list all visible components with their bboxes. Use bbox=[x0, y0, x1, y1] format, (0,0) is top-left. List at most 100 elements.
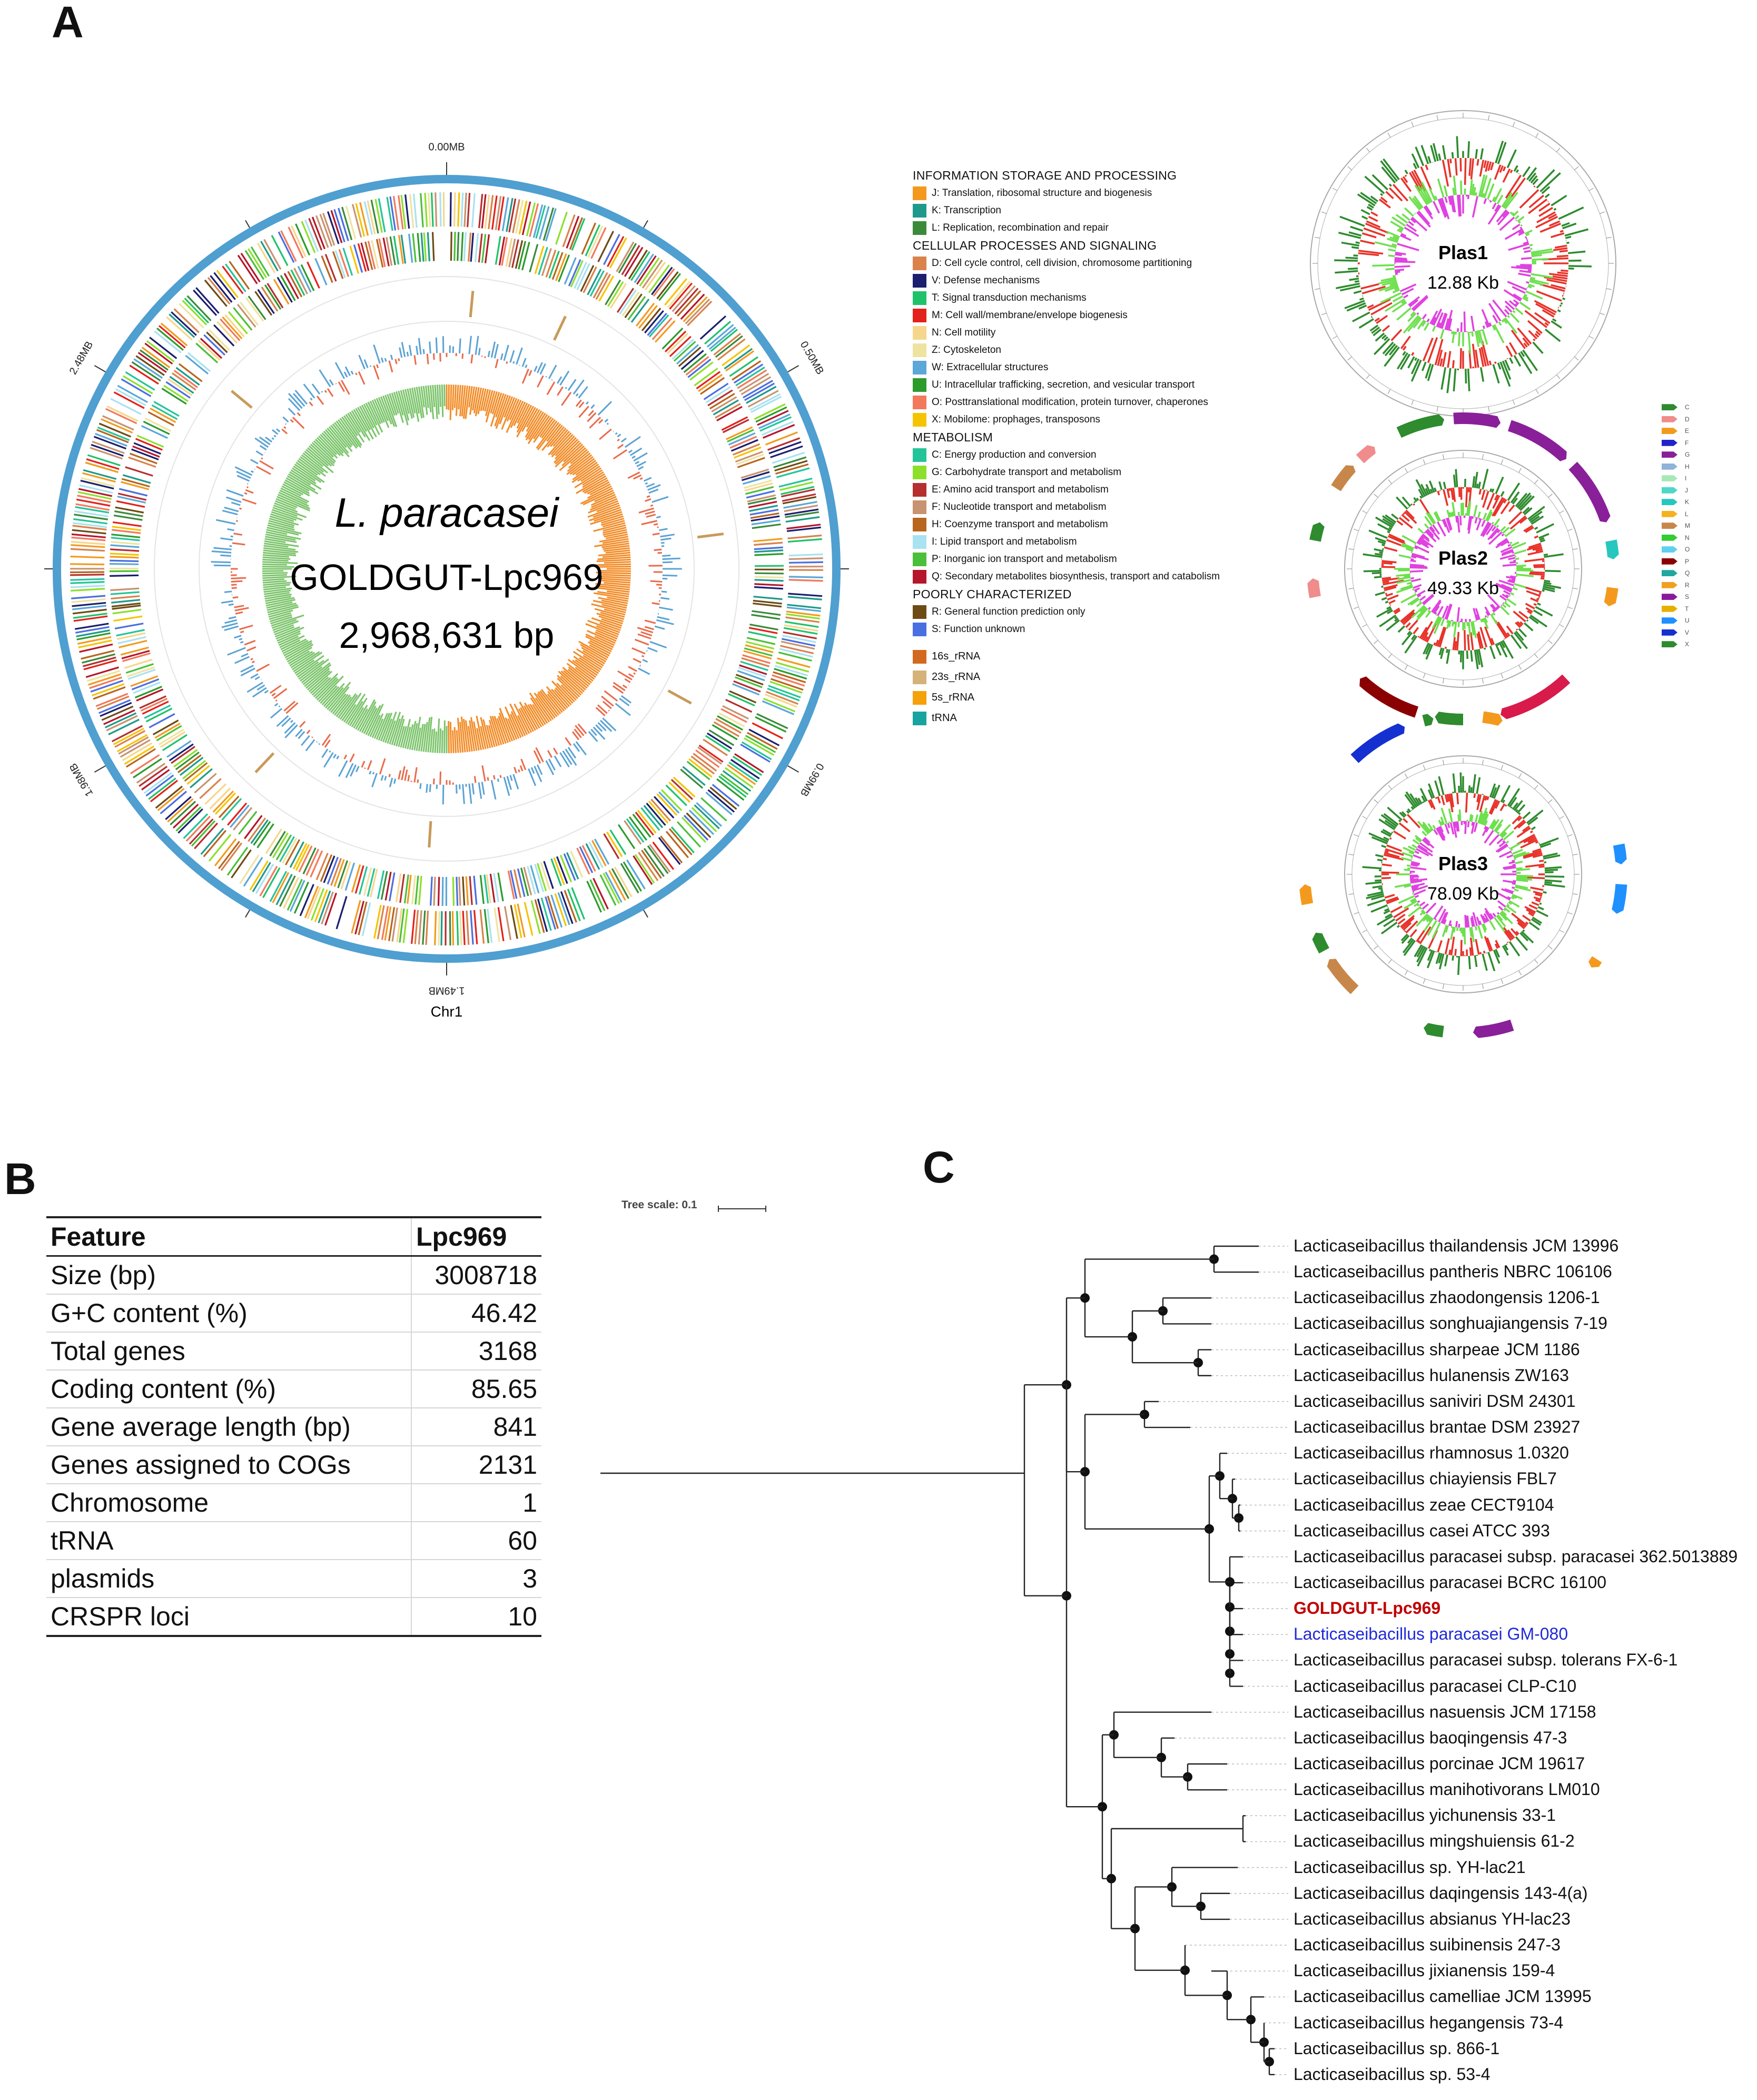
legend-rna-item: tRNA bbox=[913, 708, 1281, 728]
plasmid-legend-item: V bbox=[1662, 627, 1690, 639]
plasmid-legend-letter: H bbox=[1685, 462, 1690, 470]
legend-swatch bbox=[913, 308, 926, 322]
tree-leaf-label: Lacticaseibacillus sharpeae JCM 1186 bbox=[1294, 1339, 1580, 1359]
legend-category: CELLULAR PROCESSES AND SIGNALING bbox=[913, 239, 1157, 252]
feature-value-cell: 60 bbox=[411, 1522, 541, 1560]
tree-leaf-label: Lacticaseibacillus saniviri DSM 24301 bbox=[1294, 1391, 1576, 1411]
tree-leaf-label: Lacticaseibacillus sp. YH-lac21 bbox=[1294, 1857, 1526, 1877]
legend-item-label: W: Extracellular structures bbox=[932, 361, 1049, 373]
legend-swatch bbox=[1662, 439, 1677, 446]
legend-item: X: Mobilome: prophages, transposons bbox=[913, 411, 1281, 428]
legend-swatch bbox=[1662, 558, 1677, 565]
tree-leaf-label: Lacticaseibacillus pantheris NBRC 106106 bbox=[1294, 1262, 1612, 1281]
legend-swatch bbox=[913, 649, 926, 664]
plasmid-size: 12.88 Kb bbox=[1427, 273, 1499, 293]
cog-legend: INFORMATION STORAGE AND PROCESSING J: Tra… bbox=[913, 166, 1281, 728]
feature-value-cell: 3 bbox=[411, 1560, 541, 1598]
column-header-strain: Lpc969 bbox=[411, 1216, 541, 1257]
plasmid-legend-letter: P bbox=[1685, 557, 1690, 565]
feature-value-cell: 3168 bbox=[411, 1332, 541, 1371]
legend-item: P: Inorganic ion transport and metabolis… bbox=[913, 550, 1281, 568]
tree-leaf-label: Lacticaseibacillus paracasei GM-080 bbox=[1294, 1624, 1568, 1644]
strain-name: GOLDGUT-Lpc969 bbox=[290, 557, 603, 598]
legend-swatch bbox=[1662, 581, 1677, 588]
plasmid-legend-item: H bbox=[1662, 461, 1690, 473]
legend-swatch bbox=[913, 203, 926, 218]
tree-leaf-label: Lacticaseibacillus rhamnosus 1.0320 bbox=[1294, 1443, 1569, 1463]
legend-item: J: Translation, ribosomal structure and … bbox=[913, 184, 1281, 202]
legend-item: W: Extracellular structures bbox=[913, 359, 1281, 376]
plasmid-legend-letter: S bbox=[1685, 593, 1690, 601]
legend-item-label: H: Coenzyme transport and metabolism bbox=[932, 518, 1108, 530]
plasmid-legend-item: P bbox=[1662, 556, 1690, 568]
legend-swatch bbox=[1662, 534, 1677, 541]
plasmid-legend-item: T bbox=[1662, 603, 1690, 615]
legend-category: INFORMATION STORAGE AND PROCESSING bbox=[913, 169, 1177, 182]
legend-item-label: U: Intracellular trafficking, secretion,… bbox=[932, 379, 1195, 390]
plasmid-legend-letter: R bbox=[1685, 581, 1690, 589]
legend-swatch bbox=[913, 500, 926, 514]
feature-value-cell: 10 bbox=[411, 1598, 541, 1637]
legend-item-label: G: Carbohydrate transport and metabolism bbox=[932, 466, 1122, 478]
legend-swatch bbox=[1662, 487, 1677, 494]
legend-item: L: Replication, recombination and repair bbox=[913, 219, 1281, 236]
legend-item: Z: Cytoskeleton bbox=[913, 341, 1281, 359]
legend-item-label: L: Replication, recombination and repair bbox=[932, 222, 1109, 233]
tree-scale-bar bbox=[718, 1206, 766, 1212]
tree-leaf-label: Lacticaseibacillus casei ATCC 393 bbox=[1294, 1521, 1550, 1540]
feature-name-cell: plasmids bbox=[46, 1560, 411, 1598]
table-row: G+C content (%)46.42 bbox=[46, 1294, 541, 1333]
feature-name-cell: Gene average length (bp) bbox=[46, 1408, 411, 1446]
legend-swatch bbox=[1662, 475, 1677, 482]
plasmid-legend-item: S bbox=[1662, 591, 1690, 603]
column-header-feature: Feature bbox=[46, 1216, 411, 1257]
plasmid-legend-item: L bbox=[1662, 508, 1690, 520]
legend-item: H: Coenzyme transport and metabolism bbox=[913, 516, 1281, 533]
legend-swatch bbox=[1662, 546, 1677, 553]
legend-item: E: Amino acid transport and metabolism bbox=[913, 481, 1281, 498]
legend-item-label: O: Posttranslational modification, prote… bbox=[932, 396, 1208, 408]
legend-rna-item: 16s_rRNA bbox=[913, 646, 1281, 667]
tree-leaf-label: Lacticaseibacillus paracasei BCRC 16100 bbox=[1294, 1572, 1607, 1592]
legend-swatch bbox=[913, 465, 926, 479]
legend-swatch bbox=[1662, 499, 1677, 506]
legend-swatch bbox=[913, 605, 926, 619]
tree-leaf-label: Lacticaseibacillus baoqingensis 47-3 bbox=[1294, 1728, 1567, 1747]
plasmid-legend-letter: I bbox=[1685, 475, 1687, 482]
legend-item-label: V: Defense mechanisms bbox=[932, 274, 1040, 286]
chromosome-name: Chr1 bbox=[431, 1003, 463, 1020]
legend-item: U: Intracellular trafficking, secretion,… bbox=[913, 376, 1281, 393]
legend-item: I: Lipid transport and metabolism bbox=[913, 533, 1281, 550]
legend-swatch bbox=[913, 186, 926, 200]
feature-value-cell: 85.65 bbox=[411, 1370, 541, 1408]
legend-swatch bbox=[913, 691, 926, 705]
legend-swatch bbox=[913, 256, 926, 270]
legend-item: N: Cell motility bbox=[913, 324, 1281, 341]
tree-leaf-label: Lacticaseibacillus thailandensis JCM 139… bbox=[1294, 1236, 1619, 1255]
genome-length: 2,968,631 bp bbox=[339, 615, 555, 656]
legend-rna-item: 5s_rRNA bbox=[913, 687, 1281, 708]
legend-item-label: Z: Cytoskeleton bbox=[932, 344, 1001, 356]
plasmid-legend-letter: O bbox=[1685, 546, 1690, 554]
tree-leaf-label: Lacticaseibacillus paracasei CLP-C10 bbox=[1294, 1676, 1577, 1695]
legend-item-label: I: Lipid transport and metabolism bbox=[932, 536, 1077, 547]
feature-value-cell: 3008718 bbox=[411, 1256, 541, 1295]
legend-item-label: M: Cell wall/membrane/envelope biogenesi… bbox=[932, 309, 1128, 321]
plasmid-legend-item: C bbox=[1662, 401, 1690, 413]
tree-leaf-label: Lacticaseibacillus hegangensis 73-4 bbox=[1294, 2013, 1564, 2032]
plasmid-legend-item: O bbox=[1662, 544, 1690, 556]
legend-item-label: N: Cell motility bbox=[932, 327, 996, 338]
legend-item-label: E: Amino acid transport and metabolism bbox=[932, 484, 1109, 495]
legend-rna-label: 5s_rRNA bbox=[932, 692, 975, 703]
tree-leaf-label: Lacticaseibacillus suibinensis 247-3 bbox=[1294, 1935, 1561, 1955]
legend-swatch bbox=[913, 448, 926, 462]
legend-swatch bbox=[913, 412, 926, 427]
legend-swatch bbox=[913, 360, 926, 374]
plasmid-legend-letter: C bbox=[1685, 403, 1690, 411]
